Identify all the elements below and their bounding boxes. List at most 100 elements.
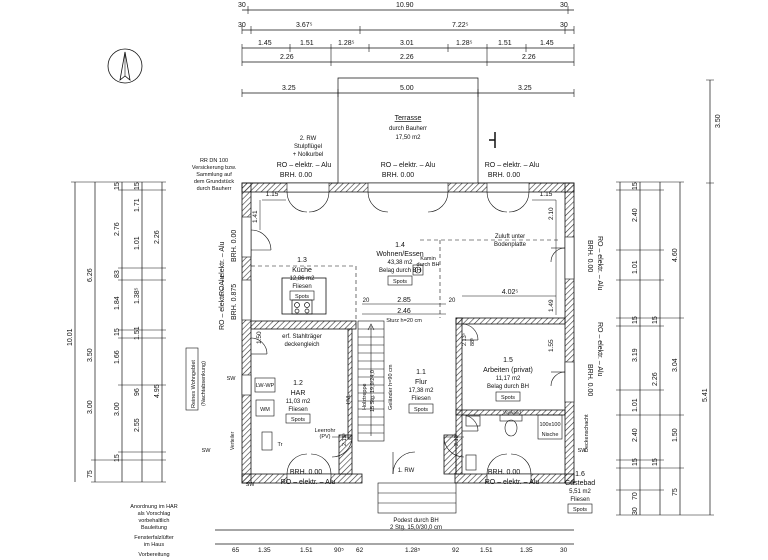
section-marker-icon: [489, 132, 496, 148]
room-kueche-no: 1.3: [297, 257, 307, 264]
right-dim-b5: 75: [672, 488, 679, 496]
kitchen-boundary: [251, 239, 560, 321]
dim-20a: 20: [363, 298, 370, 304]
top-dim-1-mid: 10.90: [396, 2, 414, 9]
window-openings: [241, 182, 575, 484]
right-dim-a10: 2.40: [632, 428, 639, 442]
note-rr1: RR DN 100: [200, 158, 228, 164]
top-dim-2-c: 7.22⁵: [452, 22, 469, 29]
room-flur-spots: Spots: [414, 407, 428, 413]
left-dim-c5: 15: [114, 328, 121, 336]
window-sill-3: BRH. 0.00: [488, 172, 520, 179]
window-label-2: RO – elektr. – Alu: [381, 162, 436, 169]
right-dim-a7: 2.26: [652, 372, 659, 386]
window-sill-left2: BRH. 0.875: [231, 284, 238, 320]
top-dim-1-right: 30: [560, 2, 568, 9]
window-sill-2: BRH. 0.00: [382, 172, 414, 179]
note-deckenschacht: Deckenschacht: [584, 414, 590, 452]
dim-2135c: 2.13⁵: [453, 433, 460, 446]
dim-885: 88⁵: [469, 338, 476, 346]
top-dim-4-c: 3.25: [518, 85, 532, 92]
right-dim-a6: 15: [652, 316, 659, 324]
right-dim-a8: 1.01: [632, 398, 639, 412]
note-podest1: Podest durch BH: [393, 518, 438, 524]
room-flur-no: 1.1: [416, 369, 426, 376]
dim-246: 2.46: [397, 308, 411, 315]
top-dim-3b-c: 2.26: [522, 54, 536, 61]
note-hvl: HVL: [346, 394, 352, 404]
room-flur-floor: Fliesen: [411, 396, 430, 402]
room-wohnen-floor: Belag durch BH: [379, 268, 421, 274]
room-kueche-name: Küche: [292, 267, 312, 274]
window-label-right1: RO – elektr. – Alu: [596, 236, 603, 291]
note-rr5: durch Bauherr: [197, 186, 232, 192]
entrance-steps: [377, 482, 457, 514]
note-stulp: Stulpflügel: [294, 144, 322, 150]
note-sw-2: SW: [202, 448, 212, 454]
note-lwwp: LW-WP: [256, 383, 275, 389]
bottom-dimension-chain: [215, 529, 574, 545]
left-dim-d4: 1.01: [134, 236, 141, 250]
top-dim-3-g: 1.45: [540, 40, 554, 47]
room-har-no: 1.2: [293, 380, 303, 387]
note-sturz: Sturz h=20 cm: [386, 318, 422, 324]
note-nische1: 100x100: [539, 422, 560, 428]
left-dim-c4: 1.84: [114, 296, 121, 310]
dim-115b: 1.15: [540, 191, 553, 198]
right-dim-a4: 15: [632, 316, 639, 324]
right-dim-a9: 15: [632, 458, 639, 466]
top-dim-3-c: 1.28⁵: [338, 40, 355, 47]
note-bl-7: Vorbereitung: [138, 552, 169, 558]
window-label-left1: RO – elektr. – Alu: [219, 241, 226, 296]
room-kueche-floor: Fliesen: [292, 284, 311, 290]
left-dim-total: 10.01: [67, 328, 74, 346]
window-sill-1: BRH. 0.00: [280, 172, 312, 179]
right-dim-a1: 15: [632, 182, 639, 190]
window-label-left2: RO – elektr. – Alu: [219, 275, 226, 330]
room-wohnen-area: 43,38 m2: [387, 260, 413, 266]
dim-4025: 4.02⁵: [502, 289, 519, 296]
right-dimension-chains: [616, 79, 714, 516]
svg-text:Reines Wohngebiet: Reines Wohngebiet: [191, 360, 197, 408]
right-dim-a2: 2.40: [632, 208, 639, 222]
right-dim-b1: 4.60: [672, 248, 679, 262]
window-sill-left1: BRH. 0.00: [231, 230, 238, 262]
top-dim-2-a: 30: [238, 22, 246, 29]
left-dim-c6: 1.66: [114, 350, 121, 364]
left-dim-d2: 1.71: [134, 198, 141, 212]
north-arrow-icon: [107, 48, 143, 84]
top-dim-3-f: 1.51: [498, 40, 512, 47]
top-dim-3b-a: 2.26: [280, 54, 294, 61]
terrace-title: Terrasse: [395, 115, 422, 122]
bottom-dim-6: 1.28⁵: [405, 547, 421, 554]
note-rr4: dem Grundstück: [194, 179, 235, 185]
left-dim-d7: 96: [134, 388, 141, 396]
left-dim-c3: 83: [114, 270, 121, 278]
note-stahl1: erf. Stahlträger: [282, 334, 322, 340]
dim-20b: 20: [449, 298, 456, 304]
right-dim-far: 3.50: [715, 114, 722, 128]
door-swings: [250, 191, 566, 475]
top-dim-4-a: 3.25: [282, 85, 296, 92]
room-har-floor: Fliesen: [288, 407, 307, 413]
room-wohnen-no: 1.4: [395, 242, 405, 249]
terrace-line2: 17,50 m2: [395, 135, 421, 141]
room-kueche-spots: Spots: [295, 294, 309, 300]
note-kamin2: durch BH: [417, 262, 440, 268]
left-dim-c8: 15: [114, 454, 121, 462]
window-sill-4: BRH. 0.00: [290, 469, 322, 476]
bathroom-fixtures: [465, 414, 563, 471]
left-dim-c2: 2.76: [114, 222, 121, 236]
left-dim-b1: 6.26: [87, 268, 94, 282]
top-dim-3-d: 3.01: [400, 40, 414, 47]
dim-2135b: 2.13⁵: [341, 433, 348, 446]
window-sill-5: BRH. 0.00: [488, 469, 520, 476]
room-gaestebad-name: Gästebad: [565, 480, 595, 487]
dim-2135a: 2.13⁵: [461, 333, 468, 346]
window-label-4: RO – elektr. – Alu: [281, 479, 336, 486]
terrace-line1: durch Bauherr: [389, 126, 427, 132]
staircase: [357, 320, 385, 442]
left-dim-c7: 3.00: [114, 402, 121, 416]
note-bl-3: vorbehaltlich: [139, 518, 170, 524]
